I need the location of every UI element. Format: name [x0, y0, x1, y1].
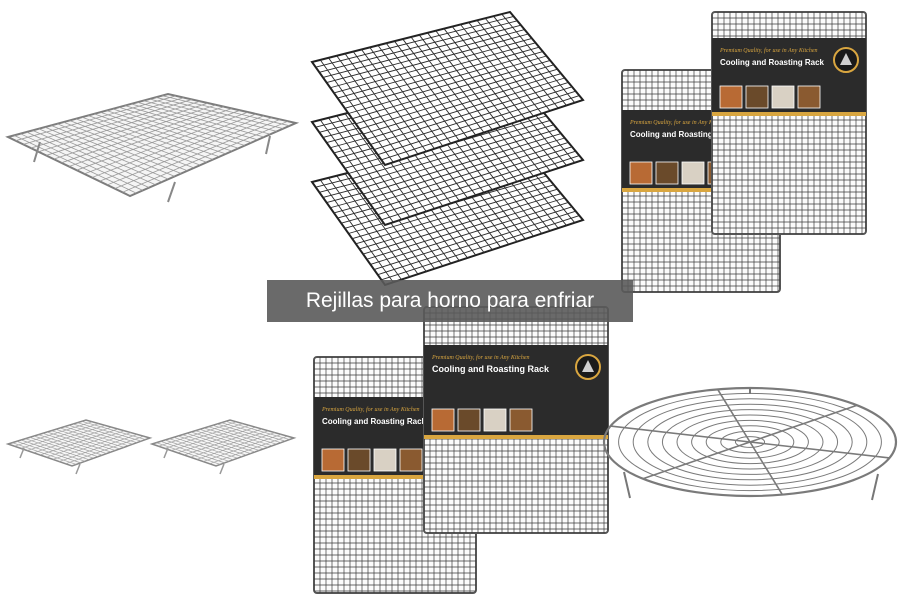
tile-pair-chrome-racks[interactable]: [0, 408, 300, 488]
packaged-racks-image: Premium Quality, for use in Any KitchenC…: [621, 11, 867, 293]
tile-single-chrome-rack[interactable]: [0, 90, 300, 220]
stacked-dark-racks-image: [310, 10, 585, 287]
package-headline: Cooling and Roasting Rack: [720, 58, 825, 67]
package-tagline: Premium Quality, for use in Any Kitchen: [629, 119, 728, 126]
package-headline: Cooling and Roasting Rack: [630, 130, 735, 139]
packaged-racks-bottom-image: Premium Quality, for use in Any KitchenC…: [313, 306, 609, 594]
tile-round-rack[interactable]: [600, 380, 900, 510]
single-chrome-rack-image: [5, 92, 300, 203]
pair-chrome-racks-image: [5, 419, 297, 475]
round-rack-image: [602, 386, 898, 501]
package-tagline: Premium Quality, for use in Any Kitchen: [431, 354, 530, 361]
package-headline: Cooling and Roasting Rack: [322, 417, 427, 426]
tile-stacked-dark-racks[interactable]: [300, 0, 600, 290]
image-caption: Rejillas para horno para enfriar: [267, 280, 633, 322]
package-tagline: Premium Quality, for use in Any Kitchen: [719, 47, 818, 54]
package-headline: Cooling and Roasting Rack: [432, 364, 550, 374]
package-tagline: Premium Quality, for use in Any Kitchen: [321, 406, 420, 413]
